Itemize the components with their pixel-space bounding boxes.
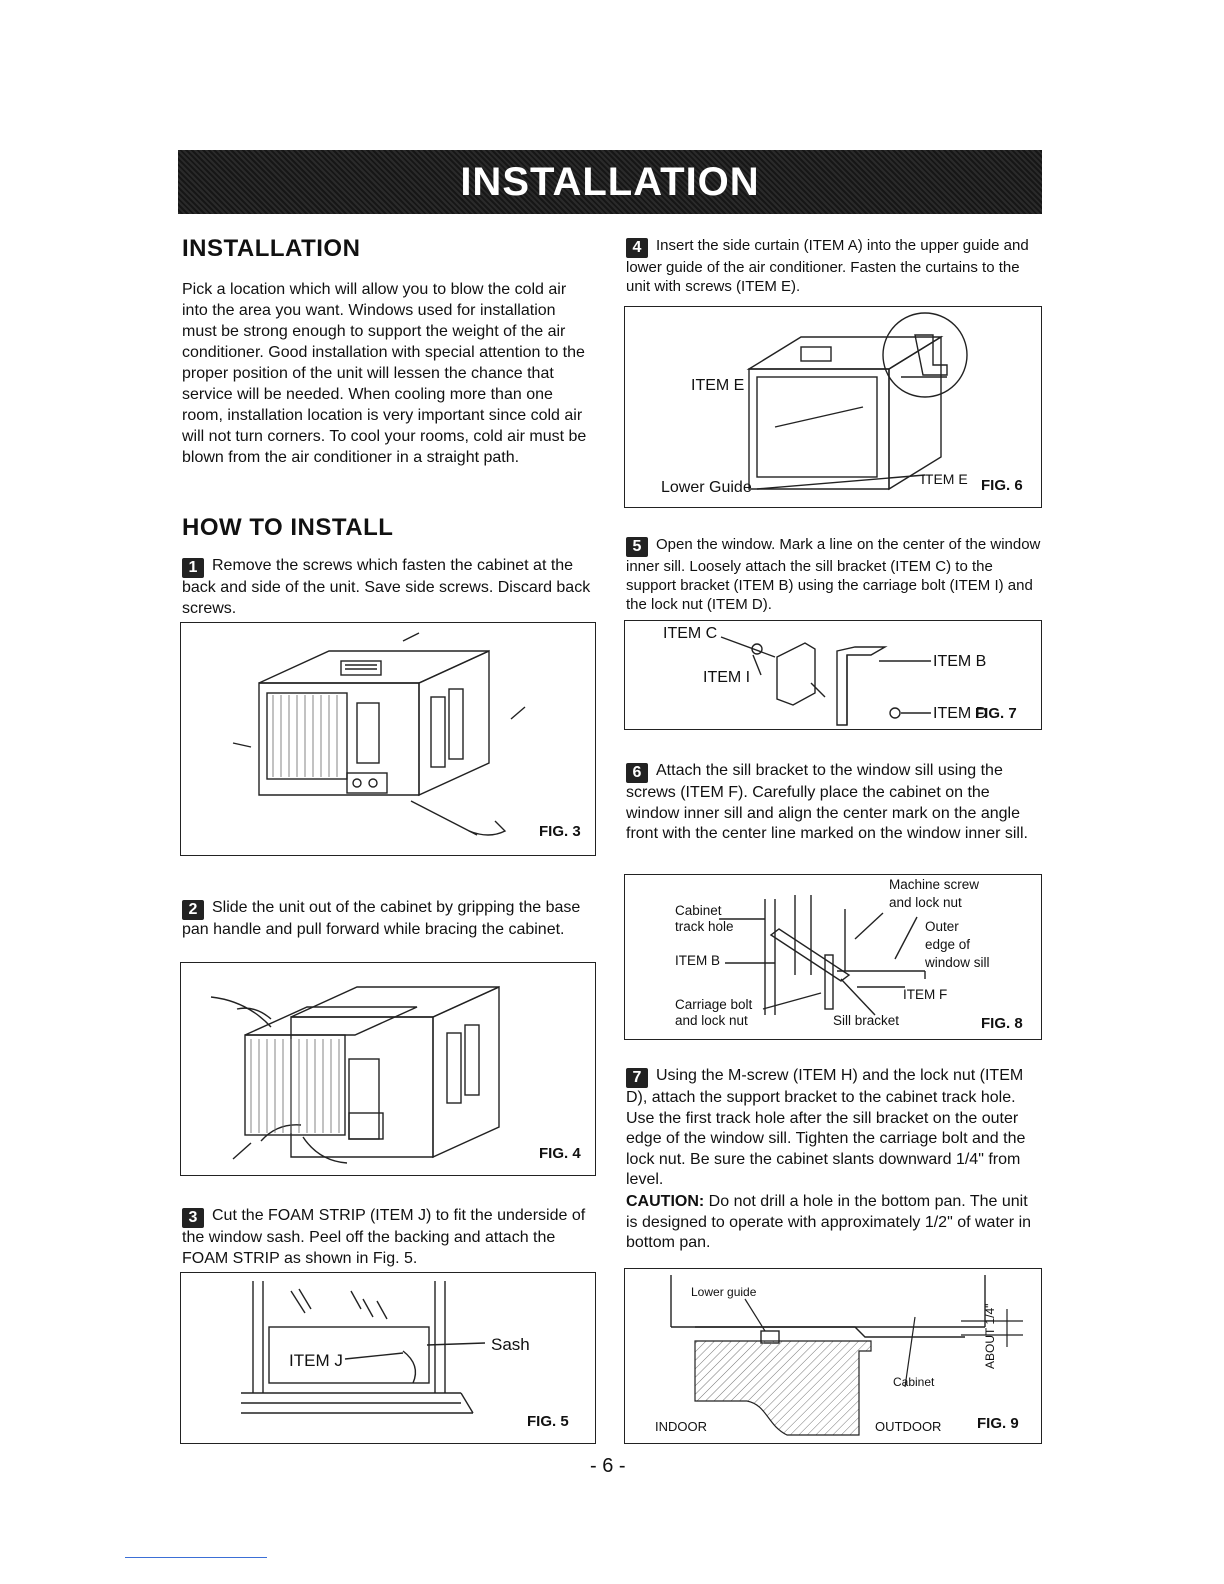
figure-label: FIG. 5 bbox=[527, 1413, 569, 1430]
step-text: Remove the screws which fasten the cabin… bbox=[182, 557, 591, 617]
callout-edge-of: edge of bbox=[925, 937, 971, 952]
step-text: Using the M-screw (ITEM H) and the lock … bbox=[626, 1067, 1026, 1188]
step-text: Insert the side curtain (ITEM A) into th… bbox=[626, 237, 1029, 295]
label-indoor: INDOOR bbox=[655, 1419, 707, 1434]
cabinet-slant-illustration bbox=[670, 1275, 1023, 1436]
step-number: 7 bbox=[626, 1068, 648, 1088]
callout-lower-guide: Lower Guide bbox=[661, 479, 752, 496]
caution-note: CAUTION: Do not drill a hole in the bott… bbox=[626, 1192, 1042, 1254]
figure-label: FIG. 4 bbox=[539, 1145, 581, 1162]
figure-4: FIG. 4 bbox=[180, 962, 596, 1176]
label-outdoor: OUTDOOR bbox=[875, 1419, 942, 1434]
foam-strip-sash-illustration bbox=[241, 1281, 486, 1414]
callout-cabinet: Cabinet bbox=[893, 1375, 935, 1389]
step-number: 6 bbox=[626, 763, 648, 783]
callout-lower-guide: Lower guide bbox=[691, 1285, 757, 1299]
callout-item-j: ITEM J bbox=[289, 1351, 343, 1370]
callout-cabinet: Cabinet bbox=[675, 903, 722, 918]
figure-7: ITEM C ITEM I ITEM B ITEM D FIG. 7 bbox=[624, 620, 1042, 730]
callout-machine-screw: Machine screw bbox=[889, 877, 980, 892]
step-text: Slide the unit out of the cabinet by gri… bbox=[182, 899, 581, 938]
installation-paragraph: Pick a location which will allow you to … bbox=[182, 281, 587, 466]
page-banner: INSTALLATION bbox=[178, 150, 1042, 214]
figure-8: Machine screw and lock nut Cabinet track… bbox=[624, 874, 1042, 1040]
ac-unit-screws-illustration bbox=[232, 632, 526, 836]
callout-item-b: ITEM B bbox=[933, 653, 987, 670]
step-number: 5 bbox=[626, 537, 648, 557]
figure-3: FIG. 3 bbox=[180, 622, 596, 856]
caution-text: Do not drill a hole in the bottom pan. T… bbox=[626, 1193, 1032, 1251]
figure-label: FIG. 8 bbox=[981, 1015, 1023, 1032]
callout-outer: Outer bbox=[925, 919, 959, 934]
callout-item-e-bottom: ITEM E bbox=[921, 471, 968, 487]
figure-label: FIG. 9 bbox=[977, 1415, 1019, 1432]
callout-and-lock-nut: and lock nut bbox=[889, 895, 962, 910]
step-number: 3 bbox=[182, 1208, 204, 1228]
figure-label: FIG. 6 bbox=[981, 477, 1023, 494]
side-curtain-illustration bbox=[746, 312, 968, 491]
section-title-how-to-install: HOW TO INSTALL bbox=[182, 514, 394, 541]
callout-item-b: ITEM B bbox=[675, 953, 721, 968]
figure-9: Lower guide Cabinet INDOOR OUTDOOR ABOUT… bbox=[624, 1268, 1042, 1444]
figure-label: FIG. 3 bbox=[539, 823, 581, 840]
figure-6: ITEM E Lower Guide ITEM E FIG. 6 bbox=[624, 306, 1042, 508]
step-number: 2 bbox=[182, 900, 204, 920]
page-number: - 6 - bbox=[590, 1455, 626, 1477]
underline-divider bbox=[125, 1557, 267, 1558]
step-number: 1 bbox=[182, 558, 204, 578]
callout-item-c: ITEM C bbox=[663, 625, 718, 642]
unit-slide-out-illustration bbox=[210, 985, 500, 1164]
sill-bracket-illustration bbox=[720, 636, 931, 726]
figure-5: ITEM J Sash FIG. 5 bbox=[180, 1272, 596, 1444]
caution-label: CAUTION: bbox=[626, 1193, 705, 1210]
callout-window-sill: window sill bbox=[925, 955, 990, 970]
figure-label: FIG. 7 bbox=[975, 705, 1017, 722]
callout-and-lock-nut-2: and lock nut bbox=[675, 1013, 748, 1028]
callout-carriage-bolt: Carriage bolt bbox=[675, 997, 753, 1012]
section-title-installation: INSTALLATION bbox=[182, 235, 361, 262]
callout-sash: Sash bbox=[491, 1335, 530, 1354]
callout-track-hole: track hole bbox=[675, 919, 734, 934]
banner-title: INSTALLATION bbox=[460, 159, 760, 204]
callout-item-d: ITEM D bbox=[933, 705, 988, 722]
callout-item-i: ITEM I bbox=[703, 669, 751, 686]
cabinet-track-illustration bbox=[719, 895, 926, 1016]
callout-item-f: ITEM F bbox=[903, 987, 948, 1002]
step-text: Cut the FOAM STRIP (ITEM J) to fit the u… bbox=[182, 1207, 586, 1267]
step-text: Attach the sill bracket to the window si… bbox=[626, 762, 1028, 842]
callout-sill-bracket: Sill bracket bbox=[833, 1013, 900, 1028]
step-text: Open the window. Mark a line on the cent… bbox=[626, 536, 1041, 613]
label-about-quarter-inch: ABOUT 1/4" bbox=[983, 1303, 997, 1369]
step-number: 4 bbox=[626, 238, 648, 258]
callout-item-e-top: ITEM E bbox=[691, 377, 745, 394]
